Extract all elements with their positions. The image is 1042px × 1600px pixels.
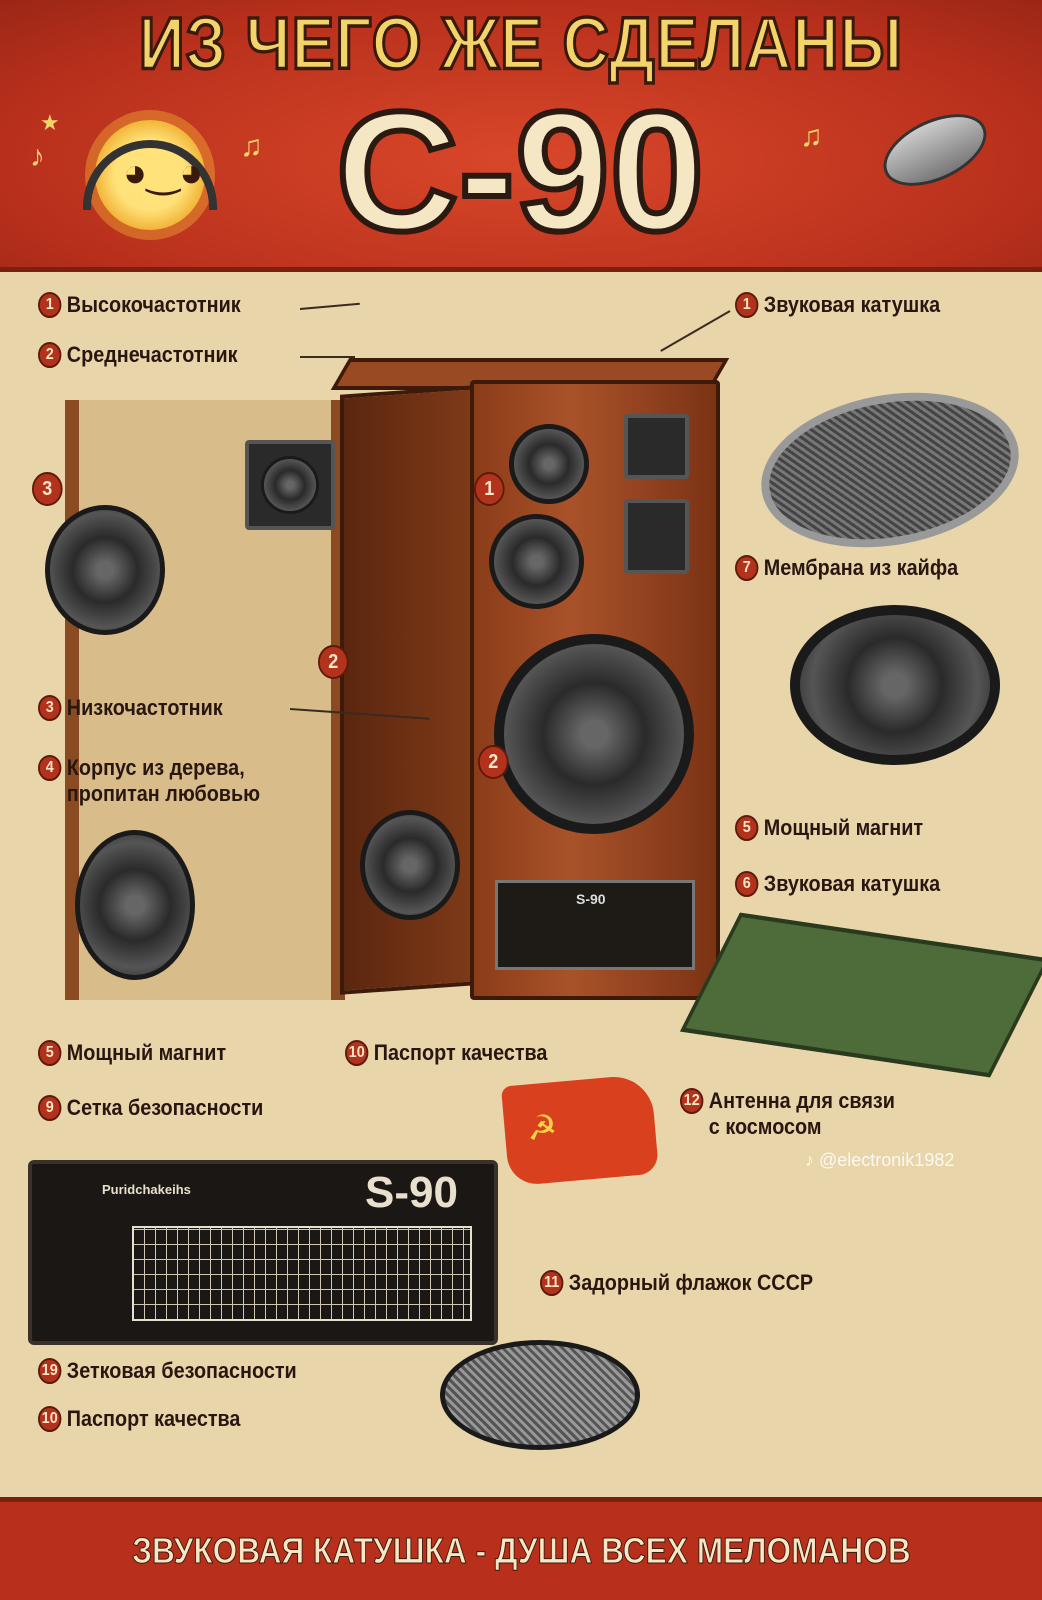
speaker-marker: 1 — [474, 472, 505, 506]
ussr-flag-illustration: ☭ — [500, 1073, 660, 1187]
arrow — [300, 356, 355, 358]
music-note-icon: ♫ — [240, 130, 263, 163]
tweeter-illustration — [245, 440, 335, 530]
music-note-icon: ♪ — [30, 140, 45, 173]
poster-footer: ЗВУКОВАЯ КАТУШКА - ДУША ВСЕХ МЕЛОМАНОВ — [0, 1497, 1042, 1600]
arrow — [299, 302, 360, 310]
arrow — [660, 310, 731, 352]
poster-header: ИЗ ЧЕГО ЖЕ СДЕЛАНЫ ◕‿◕ С-90 ♪ ♫ ♫ ★ — [0, 0, 1042, 272]
star-icon: ★ — [40, 110, 60, 135]
midrange-mascot-illustration — [45, 505, 165, 635]
panel-brand: Puridchakeihs — [102, 1182, 191, 1197]
marker-3: 3 — [32, 472, 63, 506]
model-title: С-90 — [333, 77, 707, 267]
music-note-icon: ♫ — [800, 120, 823, 153]
speaker-plate: S-90 — [495, 880, 695, 970]
speaker-marker: 2 — [318, 645, 349, 679]
speaker-cabinet-illustration — [470, 380, 720, 1000]
passport-panel: Puridchakeihs S-90 — [28, 1160, 498, 1345]
watermark: ♪ @electronik1982 — [805, 1150, 955, 1170]
poster-title: ИЗ ЧЕГО ЖЕ СДЕЛАНЫ — [137, 0, 904, 86]
hammer-sickle-icon: ☭ — [525, 1108, 559, 1149]
sun-mascot-icon: ◕‿◕ — [83, 120, 217, 230]
speaker-grille-illustration — [748, 373, 1032, 567]
woofer-mascot-illustration — [75, 830, 195, 980]
membrane-mascot-illustration — [790, 605, 1000, 765]
magnet-illustration — [360, 810, 460, 920]
frequency-response-grid — [132, 1226, 472, 1321]
mesh-driver-illustration — [440, 1340, 640, 1450]
panel-model: S-90 — [365, 1168, 458, 1217]
speaker-marker: 2 — [478, 745, 509, 779]
ufo-icon — [872, 99, 998, 201]
circuit-board-illustration — [679, 912, 1042, 1078]
footer-slogan: ЗВУКОВАЯ КАТУШКА - ДУША ВСЕХ МЕЛОМАНОВ — [131, 1530, 911, 1572]
